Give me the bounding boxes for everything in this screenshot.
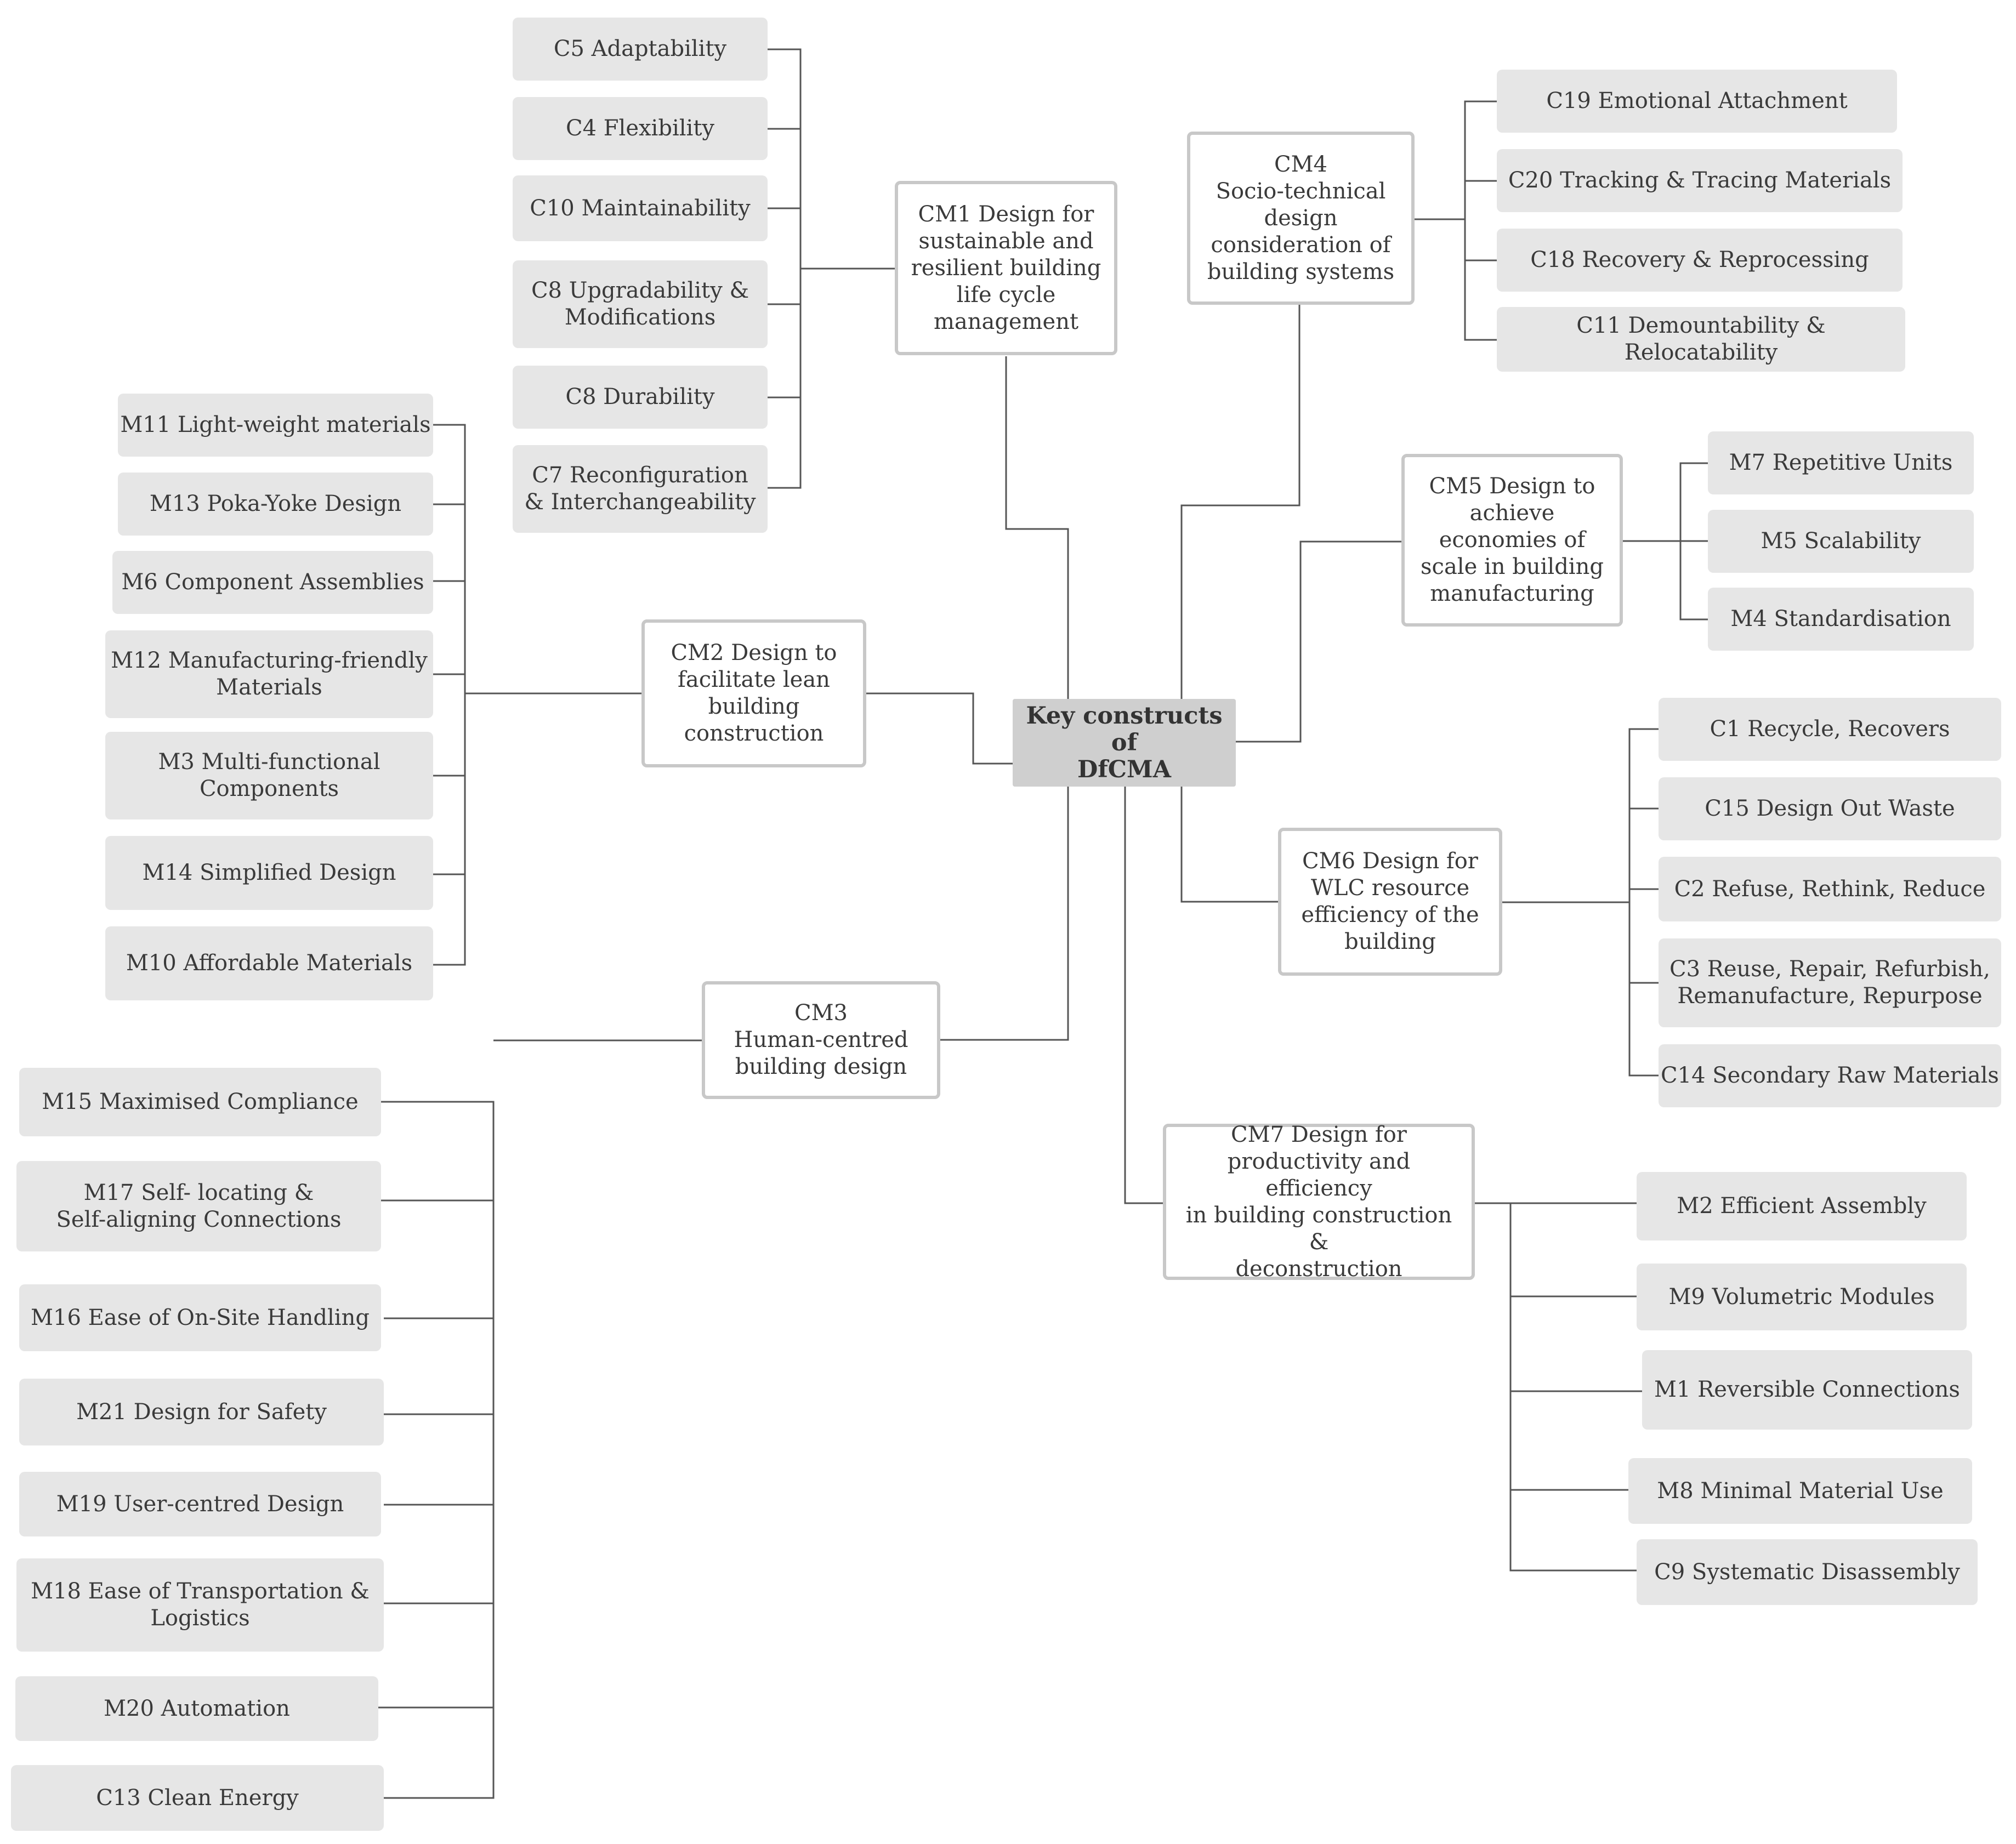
- leaf-c8-durability: C8 Durability: [513, 366, 768, 429]
- leaf-m4-standardisation: M4 Standardisation: [1708, 588, 1974, 651]
- construct-cm2: CM2 Design to facilitate lean building c…: [641, 619, 866, 767]
- leaf-m17-self-locating: M17 Self- locating & Self-aligning Conne…: [16, 1161, 381, 1251]
- leaf-c3-reuse-repair: C3 Reuse, Repair, Refurbish, Remanufactu…: [1659, 938, 2001, 1027]
- leaf-m18-transportation-logistics: M18 Ease of Transportation & Logistics: [16, 1558, 384, 1652]
- leaf-m21-design-for-safety: M21 Design for Safety: [19, 1379, 384, 1445]
- leaf-m13-poka-yoke-design: M13 Poka-Yoke Design: [118, 473, 433, 536]
- leaf-c19-emotional-attachment: C19 Emotional Attachment: [1497, 70, 1897, 133]
- construct-cm1: CM1 Design for sustainable and resilient…: [895, 181, 1117, 355]
- leaf-c8-upgradability: C8 Upgradability & Modifications: [513, 260, 768, 348]
- leaf-c1-recycle-recovers: C1 Recycle, Recovers: [1659, 698, 2001, 761]
- leaf-m14-simplified-design: M14 Simplified Design: [105, 836, 433, 910]
- leaf-m16-on-site-handling: M16 Ease of On-Site Handling: [19, 1284, 381, 1351]
- center-node: Key constructs of DfCMA: [1013, 699, 1236, 787]
- leaf-c15-design-out-waste: C15 Design Out Waste: [1659, 777, 2001, 840]
- leaf-m8-minimal-material-use: M8 Minimal Material Use: [1628, 1458, 1972, 1524]
- leaf-m12-manufacturing-friendly: M12 Manufacturing-friendly Materials: [105, 630, 433, 718]
- leaf-m5-scalability: M5 Scalability: [1708, 510, 1974, 573]
- leaf-c13-clean-energy: C13 Clean Energy: [11, 1765, 384, 1831]
- leaf-c7-reconfiguration: C7 Reconfiguration & Interchangeability: [513, 445, 768, 533]
- construct-cm3: CM3 Human-centred building design: [702, 981, 940, 1099]
- leaf-c14-secondary-raw-materials: C14 Secondary Raw Materials: [1659, 1044, 2001, 1107]
- leaf-c9-systematic-disassembly: C9 Systematic Disassembly: [1637, 1539, 1978, 1605]
- leaf-m15-maximised-compliance: M15 Maximised Compliance: [19, 1068, 381, 1136]
- leaf-m2-efficient-assembly: M2 Efficient Assembly: [1637, 1172, 1967, 1240]
- leaf-m11-light-weight-materials: M11 Light-weight materials: [118, 394, 433, 457]
- leaf-c20-tracking-tracing: C20 Tracking & Tracing Materials: [1497, 149, 1903, 212]
- leaf-m7-repetitive-units: M7 Repetitive Units: [1708, 431, 1974, 494]
- leaf-c2-refuse-rethink-reduce: C2 Refuse, Rethink, Reduce: [1659, 857, 2001, 921]
- leaf-c4-flexibility: C4 Flexibility: [513, 97, 768, 160]
- leaf-m3-multi-functional: M3 Multi-functional Components: [105, 732, 433, 819]
- leaf-m6-component-assemblies: M6 Component Assemblies: [112, 551, 433, 614]
- leaf-c10-maintainability: C10 Maintainability: [513, 175, 768, 241]
- leaf-m1-reversible-connections: M1 Reversible Connections: [1642, 1350, 1972, 1430]
- leaf-m9-volumetric-modules: M9 Volumetric Modules: [1637, 1264, 1967, 1330]
- construct-cm7: CM7 Design for productivity and efficien…: [1163, 1122, 1475, 1282]
- leaf-c5-adaptability: C5 Adaptability: [513, 18, 768, 81]
- leaf-m19-user-centred-design: M19 User-centred Design: [19, 1472, 381, 1536]
- leaf-m10-affordable-materials: M10 Affordable Materials: [105, 926, 433, 1000]
- leaf-c11-demountability: C11 Demountability & Relocatability: [1497, 307, 1905, 372]
- leaf-m20-automation: M20 Automation: [15, 1676, 378, 1741]
- construct-cm6: CM6 Design for WLC resource efficiency o…: [1278, 828, 1502, 976]
- construct-cm4: CM4 Socio-technical design consideration…: [1187, 132, 1415, 305]
- construct-cm5: CM5 Design to achieve economies of scale…: [1401, 454, 1623, 627]
- leaf-c18-recovery-reprocessing: C18 Recovery & Reprocessing: [1497, 229, 1903, 292]
